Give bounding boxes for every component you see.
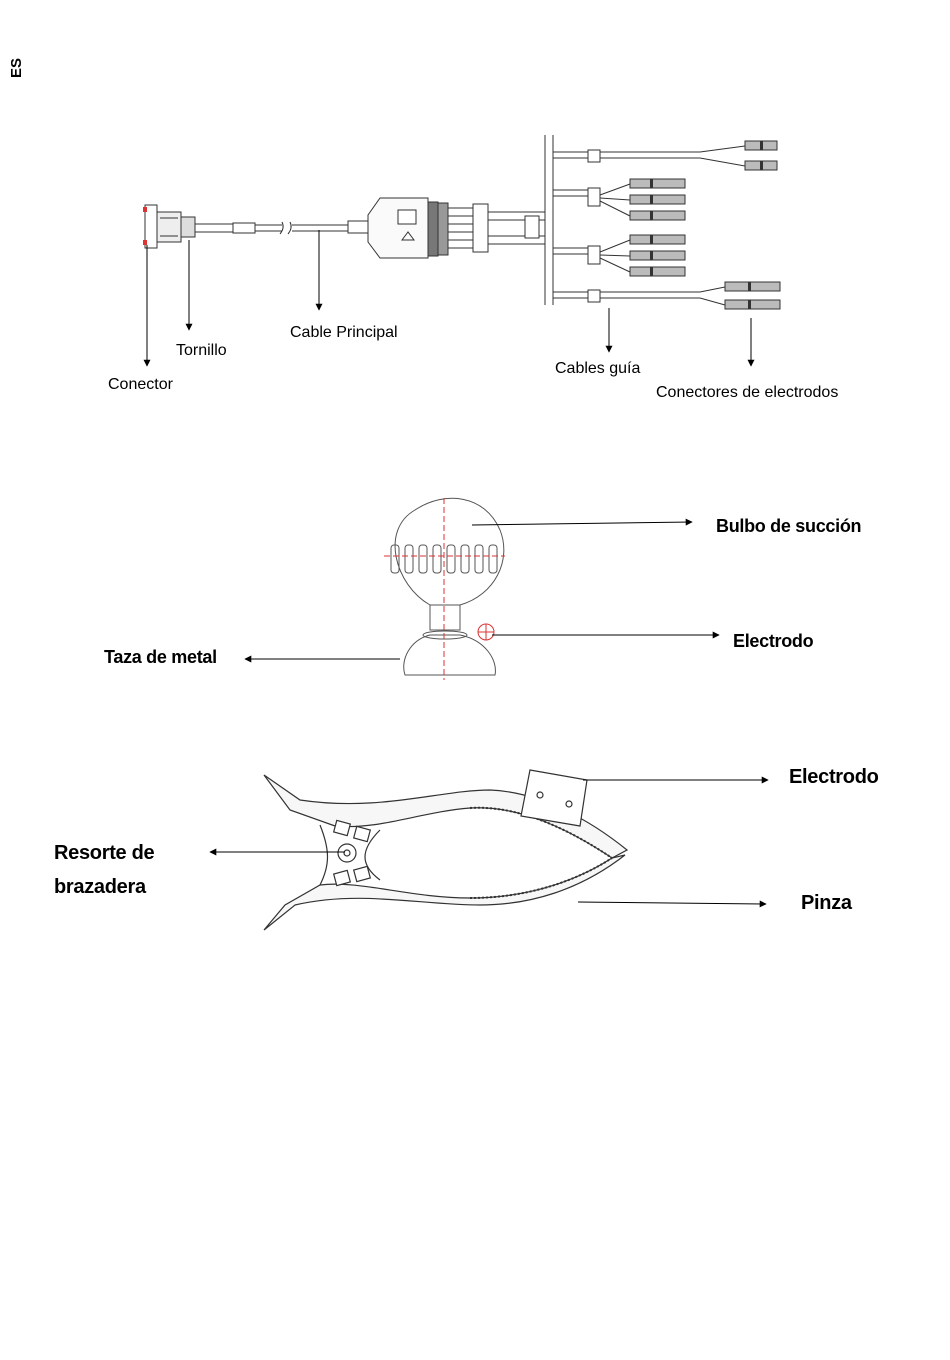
label-clamp-electrode: Electrodo [789,766,879,789]
label-suction-bulb: Bulbo de succión [716,516,861,537]
label-main-cable: Cable Principal [290,324,398,342]
label-screw: Tornillo [176,342,227,360]
suction-electrode-illustration [384,498,505,680]
label-suction-electrode: Electrodo [733,631,813,652]
label-lead-wires: Cables guía [555,360,640,378]
label-clamp-spring-line2: brazadera [54,876,146,899]
screw [181,217,195,237]
connector-body [157,212,181,242]
label-connector: Conector [108,376,173,394]
ecg-cable-illustration [143,135,780,309]
limb-clamp-illustration [264,770,627,930]
label-clamp: Pinza [801,892,852,915]
label-clamp-spring-line1: Resorte de [54,842,154,865]
label-electrode-connectors: Conectores de electrodos [656,384,838,402]
label-metal-cup: Taza de metal [104,647,217,668]
